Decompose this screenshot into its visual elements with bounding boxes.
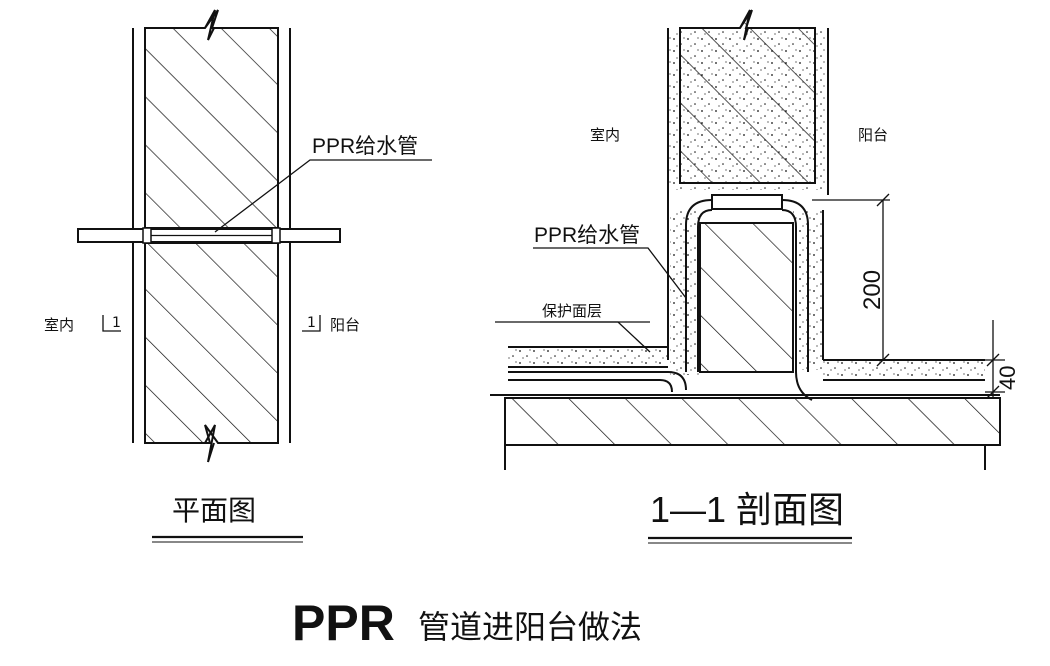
plan-break-mark-bottom — [204, 424, 216, 463]
title-suffix: 管道进阳台做法 — [418, 608, 642, 646]
section-layer-leader — [540, 321, 651, 353]
plan-indoor-label: 室内 — [44, 316, 74, 334]
plan-section-mark-left — [102, 315, 121, 332]
section-pipe-right-inner — [781, 209, 797, 372]
section-indoor-protective-layer — [508, 347, 668, 367]
plan-pipe-sleeve-left — [142, 227, 152, 244]
section-pipe-left-inner — [697, 209, 713, 372]
section-pipe-label: PPR给水管 — [534, 224, 640, 247]
plan-section-mark-right-num: 1 — [307, 315, 316, 331]
title-prefix: PPR — [292, 595, 395, 651]
section-indoor-label: 室内 — [590, 126, 620, 144]
section-dim-40-text: 40 — [995, 366, 1020, 390]
plan-pipe-label: PPR给水管 — [312, 135, 418, 158]
section-wall-upper — [679, 9, 816, 184]
plan-balcony-label: 阳台 — [330, 316, 360, 334]
section-pipe-right-outer — [781, 199, 809, 372]
plan-section-mark-right — [302, 315, 321, 332]
plan-pipe-sleeve-right — [271, 227, 281, 244]
plan-wall-lower — [144, 242, 279, 444]
plan-pipe-leader — [214, 159, 432, 233]
section-pipe-floor-left — [508, 371, 687, 391]
section-view: 200 40 室内 阳台 PPR给水管 保护面层 1—1 剖面图 — [490, 9, 1020, 544]
section-dim-200-text: 200 — [859, 270, 886, 310]
section-layer-label: 保护面层 — [542, 302, 602, 320]
plan-wall-upper — [144, 9, 279, 229]
section-dim-tick-top — [876, 193, 890, 207]
section-balcony-protective-layer — [823, 360, 985, 380]
section-balcony-label: 阳台 — [858, 126, 888, 144]
section-break-mark — [739, 9, 751, 41]
plan-caption: 平面图 — [172, 494, 256, 527]
plan-break-mark-top — [204, 9, 216, 41]
section-dim40-tick-bottom — [986, 385, 1000, 399]
section-dim-tick-bottom — [876, 353, 890, 367]
section-pipe-left-outer — [685, 199, 713, 372]
section-pipe-leader — [533, 247, 687, 299]
section-wall-lower — [699, 222, 794, 373]
section-floor-slab — [504, 397, 1001, 446]
section-caption: 1—1 剖面图 — [650, 489, 844, 530]
diagram-title: PPR 管道进阳台做法 — [292, 595, 642, 651]
section-pipe-floor-left-inner — [508, 379, 673, 393]
section-dim40-tick-top — [986, 353, 1000, 367]
plan-view: PPR给水管 室内 1 1 阳台 平面图 — [44, 9, 432, 543]
plan-section-mark-left-num: 1 — [112, 315, 121, 331]
section-pipe-top-run — [711, 194, 783, 210]
